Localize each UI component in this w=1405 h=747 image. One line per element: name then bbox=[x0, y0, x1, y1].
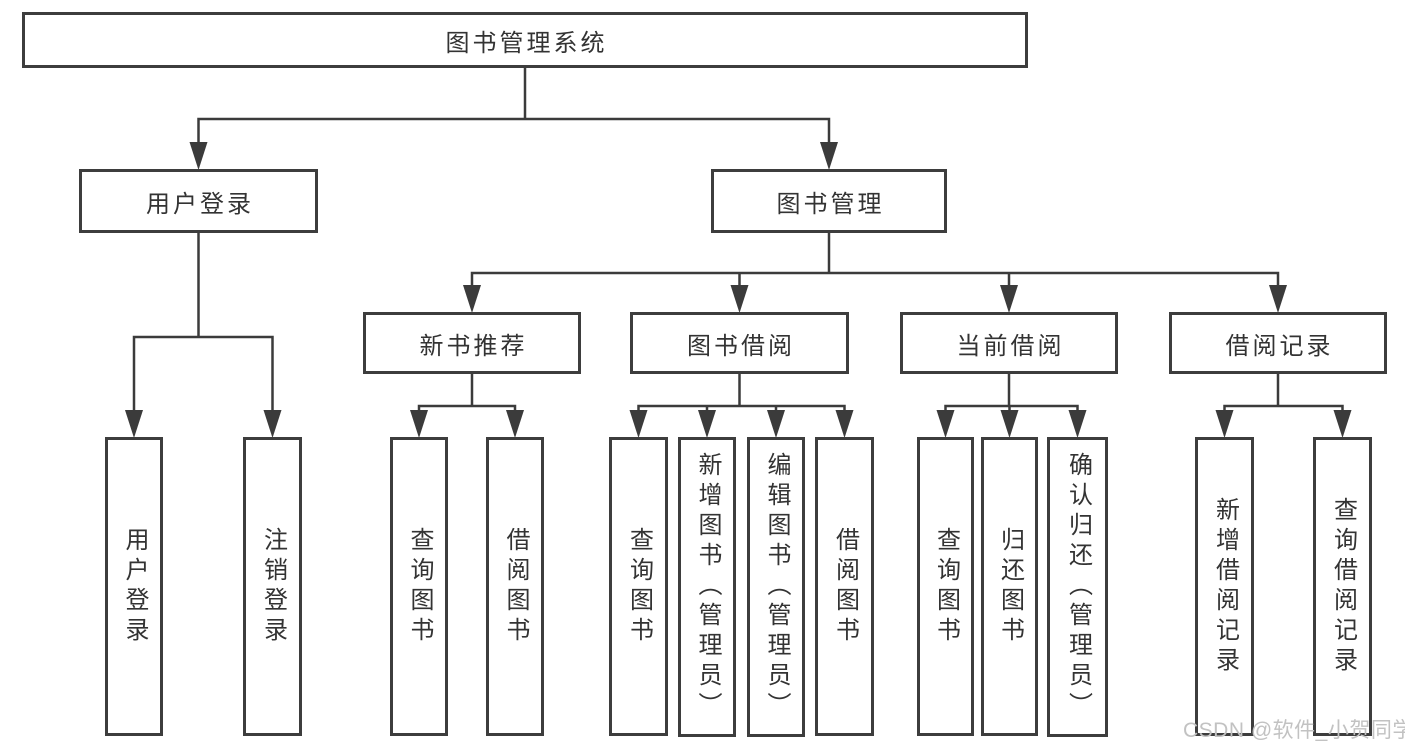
node-label: 新增图书（管理员） bbox=[694, 452, 721, 722]
arrowhead-icon bbox=[463, 285, 481, 313]
node-label: 图书管理系统 bbox=[445, 29, 608, 57]
arrowhead-icon bbox=[936, 410, 955, 438]
arrowhead-icon bbox=[1068, 410, 1087, 438]
node-label: 查询借阅记录 bbox=[1329, 496, 1357, 677]
node-borrow-records: 借阅记录 bbox=[1169, 312, 1387, 374]
arrowhead-icon bbox=[835, 410, 854, 438]
arrowhead-icon bbox=[263, 410, 282, 438]
node-label: 编辑图书（管理员） bbox=[763, 452, 790, 722]
node-leaf-cb-confirm: 确认归还（管理员） bbox=[1047, 437, 1108, 737]
arrowhead-icon bbox=[125, 410, 143, 438]
node-label: 借阅记录 bbox=[1225, 332, 1334, 360]
node-leaf-bb-borrow: 借阅图书 bbox=[815, 437, 874, 736]
node-leaf-nbr-query: 查询图书 bbox=[390, 437, 448, 736]
node-label: 图书管理 bbox=[776, 190, 885, 218]
arrowhead-icon bbox=[1269, 285, 1287, 313]
node-label: 新增借阅记录 bbox=[1211, 496, 1239, 677]
node-label: 查询图书 bbox=[406, 526, 433, 647]
arrowhead-icon bbox=[410, 410, 428, 438]
arrowhead-icon bbox=[820, 142, 838, 170]
node-label: 查询图书 bbox=[625, 526, 653, 647]
arrowhead-icon bbox=[1000, 410, 1019, 438]
node-label: 用户登录 bbox=[121, 526, 148, 647]
node-book-borrow: 图书借阅 bbox=[630, 312, 849, 374]
node-leaf-br-add: 新增借阅记录 bbox=[1195, 437, 1254, 736]
node-label: 注销登录 bbox=[259, 526, 287, 647]
arrowhead-icon bbox=[189, 142, 208, 170]
node-leaf-logout: 注销登录 bbox=[243, 437, 302, 736]
arrowhead-icon bbox=[1215, 410, 1234, 438]
node-label: 借阅图书 bbox=[502, 526, 529, 647]
node-book-mgmt: 图书管理 bbox=[711, 169, 947, 233]
arrowhead-icon bbox=[506, 410, 524, 438]
node-user-login: 用户登录 bbox=[79, 169, 318, 233]
node-leaf-user-login: 用户登录 bbox=[105, 437, 163, 736]
node-leaf-br-query: 查询借阅记录 bbox=[1313, 437, 1372, 736]
node-label: 新书推荐 bbox=[419, 332, 528, 360]
node-label: 图书借阅 bbox=[687, 332, 795, 360]
arrowhead-icon bbox=[1000, 285, 1018, 313]
arrowhead-icon bbox=[629, 410, 648, 438]
node-label: 借阅图书 bbox=[831, 526, 859, 647]
node-label: 用户登录 bbox=[146, 190, 254, 218]
node-root: 图书管理系统 bbox=[22, 12, 1028, 68]
arrowhead-icon bbox=[698, 410, 716, 438]
node-current-borrow: 当前借阅 bbox=[900, 312, 1118, 374]
node-leaf-bb-query: 查询图书 bbox=[609, 437, 668, 736]
watermark: CSDN @软件_小贺同学 bbox=[1183, 719, 1405, 742]
node-label: 归还图书 bbox=[996, 526, 1024, 647]
node-leaf-cb-query: 查询图书 bbox=[917, 437, 974, 736]
node-label: 查询图书 bbox=[932, 526, 960, 647]
node-leaf-bb-edit: 编辑图书（管理员） bbox=[747, 437, 805, 737]
node-leaf-bb-add: 新增图书（管理员） bbox=[678, 437, 736, 737]
node-leaf-nbr-borrow: 借阅图书 bbox=[486, 437, 544, 736]
node-leaf-cb-return: 归还图书 bbox=[981, 437, 1038, 736]
arrowhead-icon bbox=[730, 285, 749, 313]
node-label: 当前借阅 bbox=[956, 332, 1065, 360]
arrowhead-icon bbox=[767, 410, 785, 438]
node-new-book-rec: 新书推荐 bbox=[363, 312, 581, 374]
node-label: 确认归还（管理员） bbox=[1064, 452, 1092, 722]
arrowhead-icon bbox=[1333, 410, 1352, 438]
